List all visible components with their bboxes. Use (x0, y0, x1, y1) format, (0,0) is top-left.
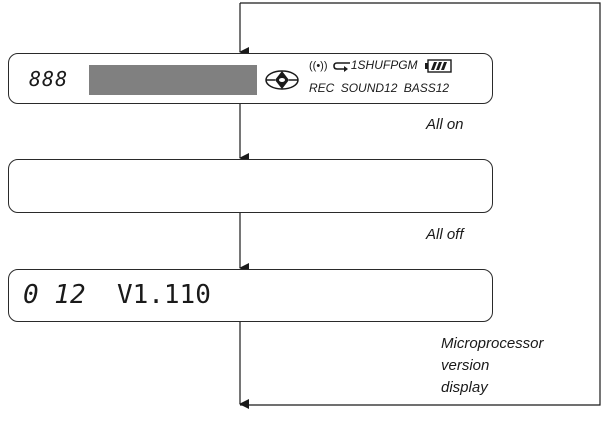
sound-label: SOUND12 (340, 81, 398, 95)
bass-label: BASS12 (403, 81, 450, 95)
track-digits: 0 12 (23, 280, 86, 310)
dot-matrix-area (89, 65, 257, 95)
display-panel-all-on: 888 ((•)) 1SHUFPGM REC SOUND12 BASS12 (8, 53, 493, 104)
display-panel-version: 0 12 V1.110 (8, 269, 493, 322)
shuffle-label: SHUF (357, 58, 391, 72)
radio-signal-icon: ((•)) (309, 60, 328, 72)
battery-icon (424, 59, 452, 73)
repeat-one-label: 1 (350, 58, 358, 72)
rec-label: REC (309, 81, 335, 95)
display-panel-all-off (8, 159, 493, 213)
program-label: PGM (390, 58, 418, 72)
repeat-arrow-icon (333, 62, 350, 72)
disc-icon (265, 70, 299, 90)
caption-all-on: All on (426, 116, 464, 133)
caption-all-off: All off (426, 226, 464, 243)
loop-return-line (240, 2, 601, 406)
version-readout: 0 12 V1.110 (23, 280, 211, 310)
segment-digits: 888 (29, 67, 69, 91)
indicator-row-bottom: REC SOUND12 BASS12 (309, 81, 449, 95)
indicator-row-top: ((•)) 1SHUFPGM (309, 58, 453, 73)
caption-version-line-3: display (441, 379, 488, 396)
caption-version-line-2: version (441, 357, 490, 374)
caption-version-line-1: Microprocessor (441, 335, 544, 352)
version-text: V1.110 (116, 280, 211, 310)
caption-version: Microprocessor version display (441, 333, 601, 399)
